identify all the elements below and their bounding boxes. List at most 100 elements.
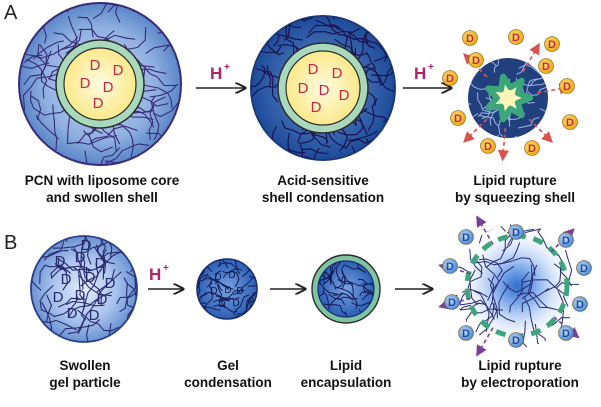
caption-line: condensation [184,375,272,390]
polymer-strand [266,65,272,88]
polymer-strand [90,125,138,143]
polymer-strand [145,44,181,55]
liposome-core [285,50,361,126]
polymer-strand [148,96,166,140]
polymer-strand [211,259,229,269]
polymer-strand [52,150,88,165]
proton-charge: + [428,62,434,73]
polymer-strand [379,57,395,86]
polymer-strand [233,294,250,316]
polymer-strand [365,51,383,83]
polymer-strand [215,295,240,300]
polymer-strand [295,142,304,160]
polymer-strand [247,277,257,287]
drug-letter: D [81,237,92,254]
drug-letter: D [566,117,574,129]
polymer-strand [99,248,107,272]
polymer-strand [80,269,101,287]
polymer-strand [78,239,87,295]
drug-letter: D [484,141,492,153]
polymer-strand [361,292,374,301]
polymer-strand [85,324,96,342]
polymer-strand [78,293,87,321]
polymer-strand [163,23,181,52]
released-drug [458,325,474,341]
polymer-strand [306,30,352,38]
polymer-strand [50,266,71,279]
released-drug [450,110,466,126]
drug-letter: D [75,287,86,304]
released-drug [442,70,458,86]
polymer-strand [498,284,516,323]
drug-letter: D [210,286,217,297]
polymer-strand [311,133,332,148]
polymer-strand [95,236,115,252]
released-drug [538,58,554,74]
drug-letter: D [75,249,86,266]
drug-letter: D [319,82,330,99]
drug-letter: D [580,263,588,275]
caption-line: Acid-sensitive [277,173,369,188]
release-arrow [528,118,553,143]
polymer-strand [245,290,257,311]
drug-letter: D [466,33,474,45]
released-drug [562,114,578,130]
drug-letter: D [89,307,100,324]
proton-label: H [210,64,222,83]
polymer-strand [77,300,97,335]
polymer-strand [522,320,547,348]
polymer-strand [527,264,549,308]
released-drug [458,229,474,245]
polymer-strand [308,147,320,160]
drug-letter: D [97,291,108,308]
drug-letter: D [446,261,454,273]
caption-line: Lipid rupture [478,358,562,373]
drug-letter: D [236,286,243,297]
polymer-strand [150,95,160,140]
polymer-strand [308,23,348,39]
polymer-strand [116,277,137,305]
polymer-strand [35,115,59,140]
polymer-strand [337,114,364,136]
drug-letter: D [512,335,520,347]
polymer-strand [92,3,118,20]
polymer-strand [393,69,395,78]
drug-letter: D [55,253,66,270]
polymer-strand [342,311,348,317]
polymer-strand [469,269,478,306]
drug-letter: D [224,285,231,296]
polymer-strand [217,262,241,275]
polymer-strand [266,38,285,56]
released-drug [524,140,540,156]
polymer-strand [301,148,329,155]
polymer-strand [478,114,504,137]
polymer-strand [547,101,548,125]
polymer-strand [527,79,548,96]
polymer-strand [227,259,243,272]
drug-letter: D [332,65,343,82]
polymer-strand [357,278,374,292]
polymer-strand [521,264,538,300]
drug-letter: D [93,95,104,112]
polymer-strand [341,272,354,297]
drug-letter: D [512,227,520,239]
caption-a2: Acid-sensitive shell condensation [248,172,398,206]
polymer-strand [233,276,254,296]
polymer-strand [197,273,209,283]
polymer-strand [246,287,257,307]
polymer-strand [197,274,207,296]
caption-line: Swollen [59,358,111,373]
polymer-strand [19,53,43,57]
polymer-strand [318,270,335,281]
polymer-strand [278,34,303,41]
drug-letter: D [95,255,106,272]
polymer-strand [23,36,79,64]
polymer-strand [357,284,371,295]
polymer-strand [36,319,77,331]
polymer-strand [210,278,223,292]
drug-letter: D [542,61,550,73]
polymer-strand [482,254,500,293]
polymer-strand [359,289,373,297]
